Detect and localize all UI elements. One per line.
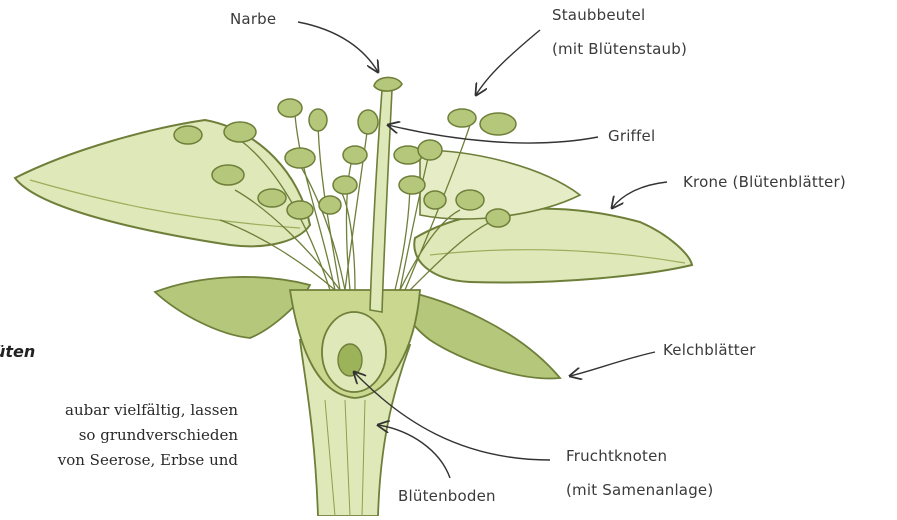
arrow-narbe bbox=[298, 22, 378, 72]
label-fruchtknoten: Fruchtknoten bbox=[566, 447, 667, 465]
ovule bbox=[338, 344, 362, 376]
label-kelchblaetter: Kelchblätter bbox=[663, 341, 756, 359]
label-griffel: Griffel bbox=[608, 127, 655, 145]
body-line: aubar vielfältig, lassen bbox=[0, 398, 238, 423]
stigma bbox=[374, 77, 402, 91]
body-line: so grundverschieden bbox=[0, 423, 238, 448]
arrow-kelch bbox=[570, 352, 655, 376]
body-line bbox=[0, 473, 238, 498]
arrow-staubbeutel bbox=[476, 30, 540, 95]
section-heading: üten bbox=[0, 342, 35, 361]
petal-left bbox=[15, 120, 310, 246]
arrow-bluetenboden bbox=[378, 425, 450, 478]
label-staubbeutel-sub: (mit Blütenstaub) bbox=[552, 40, 687, 58]
body-line: von Seerose, Erbse und bbox=[0, 448, 238, 473]
arrow-krone bbox=[612, 182, 667, 208]
sepal-right bbox=[400, 290, 560, 378]
label-narbe: Narbe bbox=[230, 10, 276, 28]
label-fruchtknoten-sub: (mit Samenanlage) bbox=[566, 481, 713, 499]
label-bluetenboden: Blütenboden bbox=[398, 487, 496, 505]
label-staubbeutel: Staubbeutel bbox=[552, 6, 645, 24]
label-krone: Krone (Blütenblätter) bbox=[683, 173, 846, 191]
sepal-left bbox=[155, 277, 310, 338]
body-text: aubar vielfältig, lassen so grundverschi… bbox=[0, 398, 238, 498]
